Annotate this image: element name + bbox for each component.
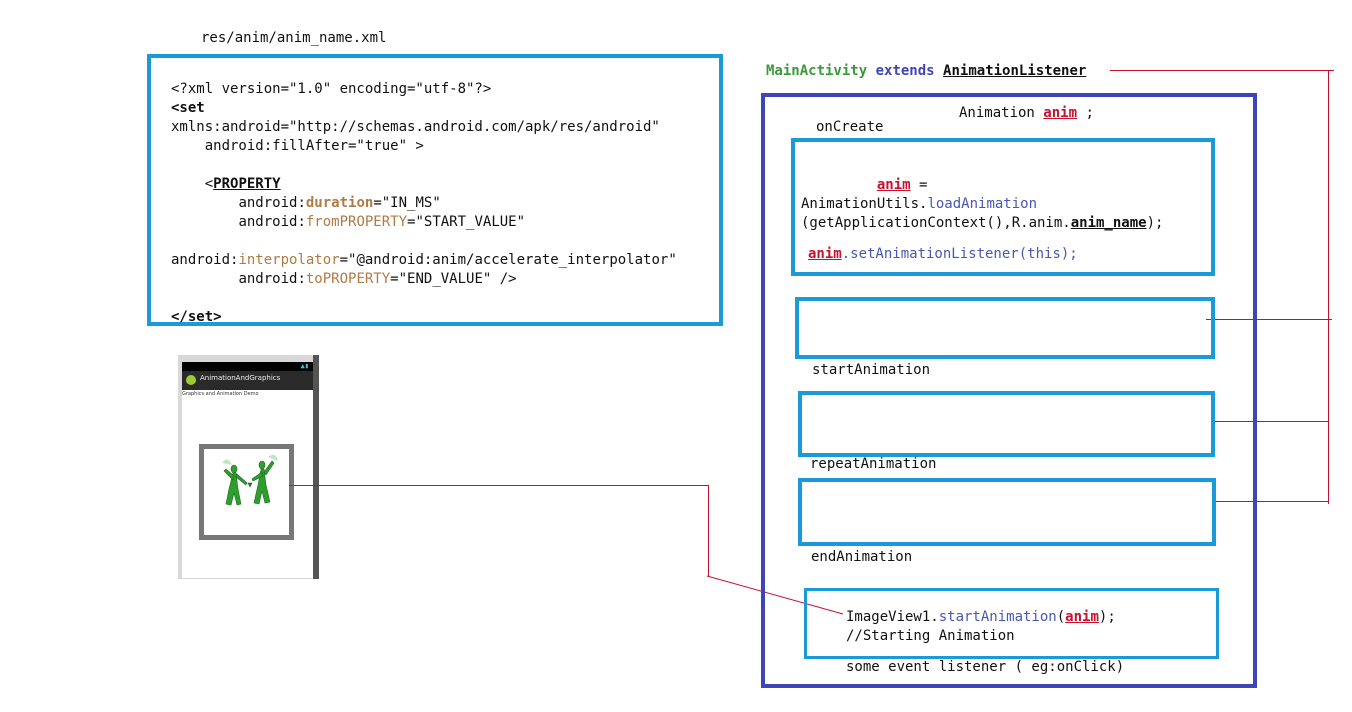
dancers-image — [222, 454, 278, 506]
anim-field-declaration: Animation anim ; — [959, 105, 1094, 121]
end-animation-box — [798, 478, 1216, 546]
xml-property-tag: PROPERTY — [213, 176, 281, 192]
xml-set-close: </set> — [171, 309, 222, 325]
image-view[interactable] — [199, 444, 294, 540]
connector-start-h — [1206, 319, 1332, 320]
anim-field-name: anim — [1043, 105, 1078, 121]
xml-interpolator-line: android:interpolator="@android:anim/acce… — [171, 252, 677, 268]
xml-declaration: <?xml version="1.0" encoding="utf-8"?> — [171, 81, 492, 97]
xml-set-open: <set — [171, 100, 205, 116]
connector-image-diag — [706, 575, 844, 615]
start-animation-comment: //Starting Animation — [846, 628, 1015, 644]
signal-icon: ▲▮ — [300, 362, 309, 370]
activity-header: MainActivity extends AnimationListener — [766, 62, 1086, 81]
connector-repeat-h — [1214, 421, 1328, 422]
connector-right-v — [1328, 70, 1329, 504]
start-animation-label: startAnimation — [812, 362, 931, 378]
xml-duration-line: android:duration="IN_MS" — [238, 195, 441, 211]
app-title: AnimationAndGraphics — [200, 374, 281, 382]
xml-code: <?xml version="1.0" encoding="utf-8"?> <s… — [171, 61, 677, 346]
status-bar: ▲▮ — [182, 362, 313, 371]
oncreate-box — [791, 138, 1215, 276]
xml-from-line: android:fromPROPERTY="START_VALUE" — [238, 214, 526, 230]
start-animation-box — [795, 297, 1215, 359]
event-listener-box — [804, 588, 1219, 659]
xml-namespace: xmlns:android="http://schemas.android.co… — [171, 119, 660, 135]
xml-code-box — [147, 54, 723, 326]
oncreate-label: onCreate — [816, 119, 884, 135]
repeat-animation-box — [798, 391, 1215, 457]
activity-class-name: MainActivity — [766, 63, 868, 79]
android-logo-icon — [186, 375, 196, 385]
extends-keyword: extends — [875, 63, 935, 79]
connector-top-h — [1110, 70, 1334, 71]
xml-property-line: <PROPERTY — [171, 176, 281, 192]
file-path-label: res/anim/anim_name.xml — [201, 30, 387, 46]
xml-to-line: android:toPROPERTY="END_VALUE" /> — [238, 271, 517, 287]
connector-image-v — [708, 485, 709, 577]
repeat-animation-label: repeatAnimation — [810, 456, 937, 472]
action-bar: AnimationAndGraphics — [182, 371, 313, 390]
event-listener-label: some event listener ( eg:onClick) — [846, 659, 1125, 675]
listener-interface: AnimationListener — [943, 63, 1087, 79]
end-animation-label: endAnimation — [811, 549, 913, 565]
main-activity-box — [761, 93, 1257, 688]
xml-fill-after: android:fillAfter="true" > — [171, 138, 424, 154]
connector-image-h — [289, 485, 709, 486]
connector-end-h — [1216, 501, 1328, 502]
start-animation-call: ImageView1.startAnimation(anim);//Starti… — [846, 609, 1116, 644]
load-animation-code: anim =AnimationUtils.loadAnimation(getAp… — [801, 177, 1164, 231]
app-subtitle: Graphics and Animation Demo — [182, 391, 259, 397]
set-listener-code: anim.setAnimationListener(this); — [808, 246, 1078, 262]
